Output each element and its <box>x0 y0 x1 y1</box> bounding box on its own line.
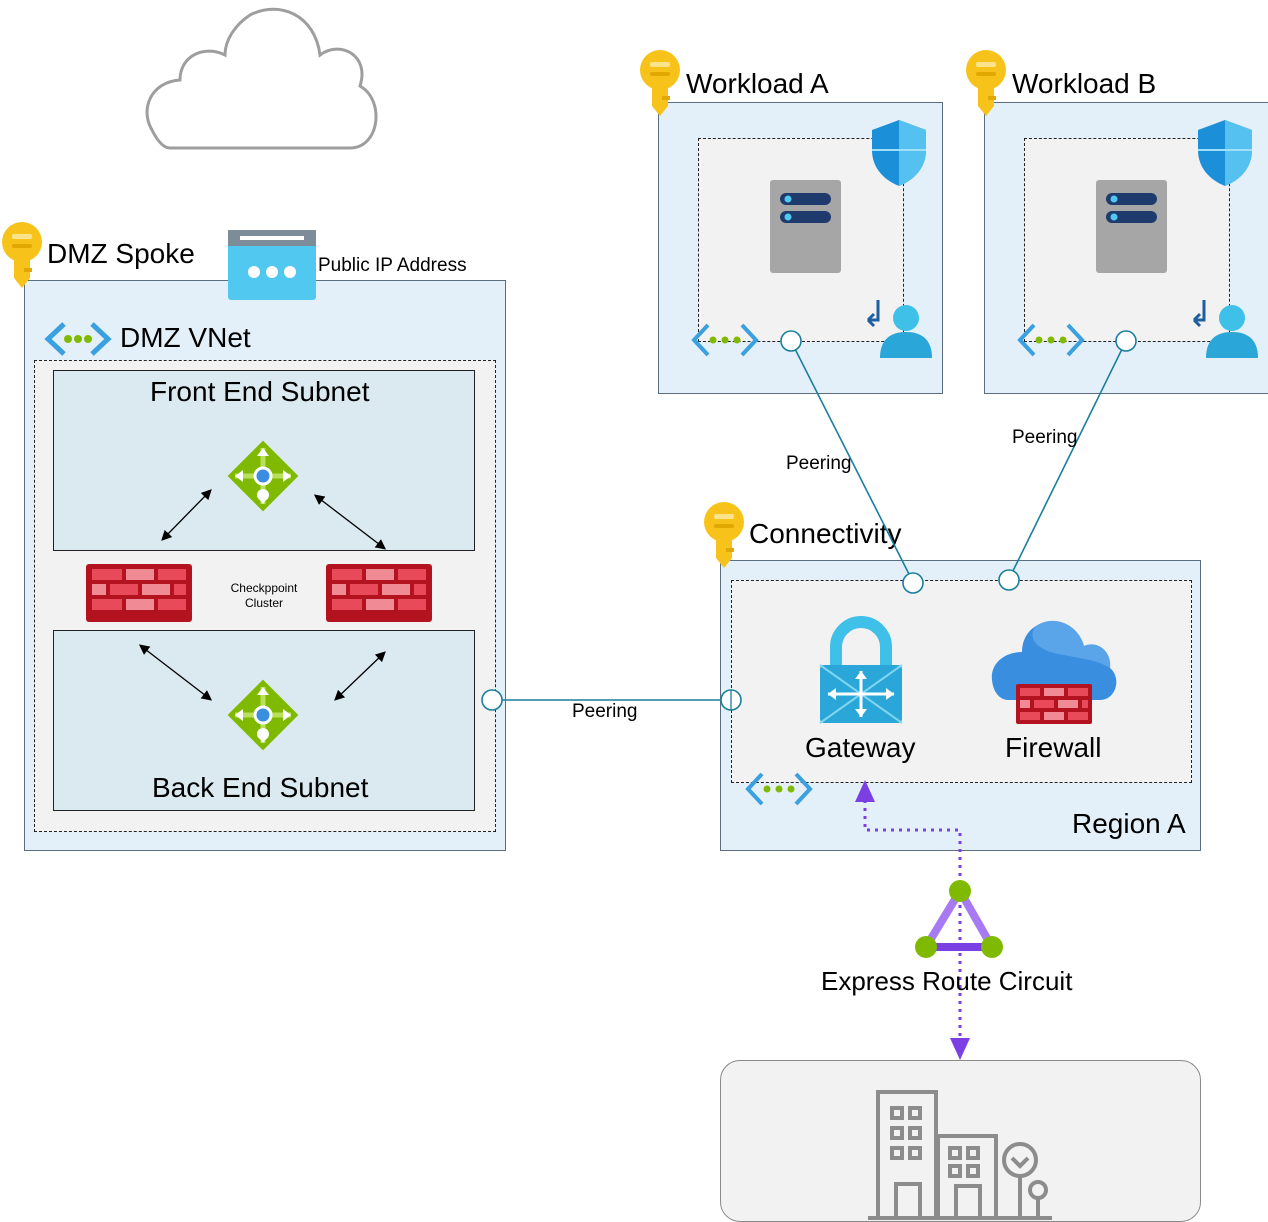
front-end-subnet-label: Front End Subnet <box>150 376 370 407</box>
peering-port <box>780 330 802 352</box>
peering-port <box>481 689 503 711</box>
peering-label-b: Peering <box>1012 427 1078 448</box>
vnet-icon <box>1017 323 1085 357</box>
cloud-icon <box>145 7 378 150</box>
vnet-icon <box>44 322 112 356</box>
load-balancer-icon <box>227 679 299 751</box>
vpn-gateway-icon <box>819 616 903 724</box>
key-icon <box>966 50 1006 116</box>
arrow-down-icon <box>950 1038 970 1060</box>
shield-icon <box>872 120 926 186</box>
peering-port <box>1115 330 1137 352</box>
server-icon <box>1096 180 1167 273</box>
firewall-icon <box>326 564 432 622</box>
vnet-icon <box>745 772 813 806</box>
shield-icon <box>1198 120 1252 186</box>
peering-port <box>998 569 1020 591</box>
region-label: Region A <box>1072 808 1186 839</box>
public-ip-label: Public IP Address <box>318 255 467 276</box>
express-route-icon <box>915 880 1003 958</box>
firewall-label: Firewall <box>1005 732 1102 763</box>
firewall-icon <box>86 564 192 622</box>
key-icon <box>704 502 744 568</box>
public-ip-icon <box>228 230 316 300</box>
back-end-subnet-label: Back End Subnet <box>152 772 369 803</box>
peering-port <box>902 572 924 594</box>
load-balancer-icon <box>227 440 299 512</box>
arrow-up-icon <box>855 780 875 802</box>
key-icon <box>640 50 680 116</box>
vnet-icon <box>691 323 759 357</box>
building-icon <box>868 1090 1052 1220</box>
key-icon <box>2 222 42 288</box>
express-route-label: Express Route Circuit <box>821 966 1073 996</box>
dmz-vnet-title: DMZ VNet <box>120 322 251 353</box>
workload-b-title: Workload B <box>1012 68 1157 99</box>
connectivity-title: Connectivity <box>749 518 902 549</box>
dmz-spoke-title: DMZ Spoke <box>47 238 195 269</box>
peering-label-a: Peering <box>786 453 852 474</box>
user-icon <box>1192 300 1258 358</box>
workload-a-title: Workload A <box>686 68 829 99</box>
peering-label-dmz: Peering <box>572 701 638 722</box>
checkpoint-cluster-label: Checkppoint Cluster <box>230 581 298 610</box>
server-icon <box>770 180 841 273</box>
cloud-firewall-icon <box>991 620 1117 724</box>
user-icon <box>866 300 932 358</box>
gateway-label: Gateway <box>805 732 916 763</box>
